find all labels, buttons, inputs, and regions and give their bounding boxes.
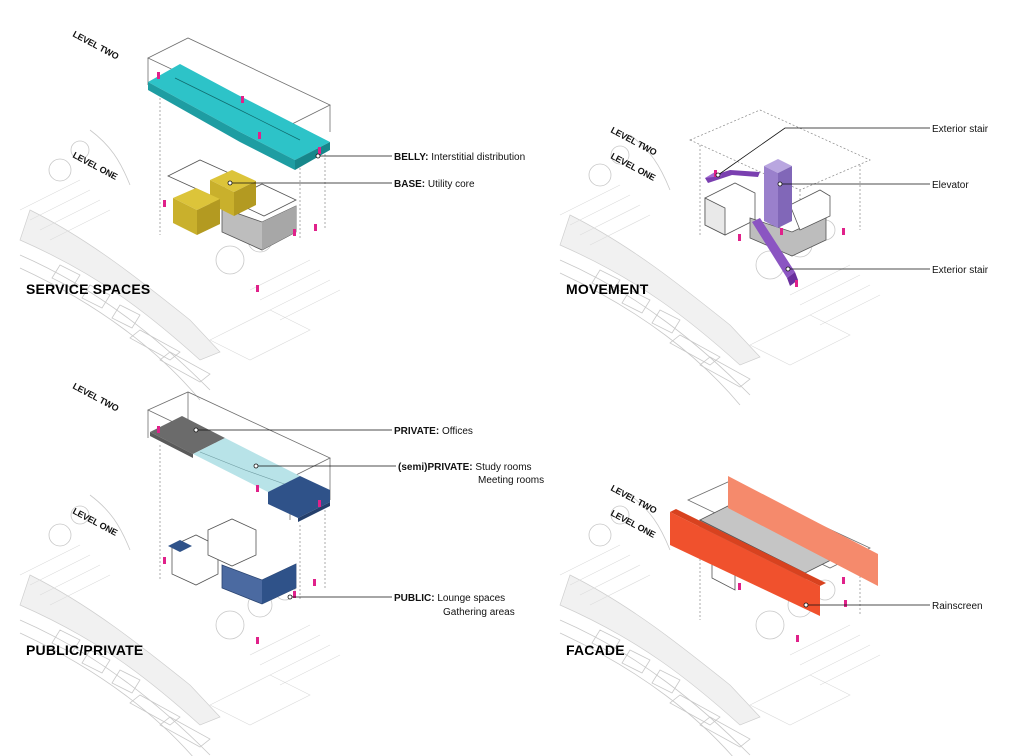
rainscreen-label: Rainscreen <box>932 601 983 612</box>
panel-public-private: LEVEL TWO LEVEL ONE PUBLIC/PRIVATE PRIVA… <box>19 381 544 756</box>
public-label-line2: Gathering areas <box>443 607 515 618</box>
person-figures <box>738 577 847 642</box>
exterior-stair-upper <box>705 170 760 183</box>
elevator-label: Elevator <box>932 180 969 191</box>
panel-title: FACADE <box>566 642 625 658</box>
base-volume <box>173 170 256 235</box>
exterior-stair-top-label: Exterior stair <box>932 124 989 135</box>
level-one-massing <box>704 182 831 257</box>
level-two-label: LEVEL TWO <box>71 29 120 62</box>
base-label: BASE: Utility core <box>394 179 475 190</box>
panel-title: SERVICE SPACES <box>26 281 150 297</box>
level-one-label: LEVEL ONE <box>609 151 657 183</box>
belly-volume <box>148 64 330 170</box>
level-one-label: LEVEL ONE <box>71 150 119 182</box>
private-label: PRIVATE: Offices <box>394 426 473 437</box>
semi-private-label: (semi)PRIVATE: Study rooms <box>398 462 532 473</box>
rainscreen-panels <box>670 476 878 616</box>
person-figures <box>157 426 321 644</box>
panel-title: MOVEMENT <box>566 281 649 297</box>
public-label: PUBLIC: Lounge spaces <box>394 593 505 604</box>
level-one-massing <box>168 518 297 605</box>
panel-movement: LEVEL TWO LEVEL ONE MOVEMENT Exterior st… <box>559 109 989 406</box>
site-context-drawing <box>19 494 341 756</box>
private-offices-zone <box>150 416 225 458</box>
exterior-stair-bottom-label: Exterior stair <box>932 265 989 276</box>
belly-label: BELLY: Interstitial distribution <box>394 152 525 163</box>
elevator-tower <box>764 159 792 228</box>
public-upper-zone <box>268 476 330 522</box>
panel-facade: LEVEL TWO LEVEL ONE FACADE Rainscreen <box>559 476 983 756</box>
panel-service-spaces: LEVEL TWO LEVEL ONE SERVICE SPACES BELLY… <box>19 29 525 401</box>
exterior-stair-lower <box>752 218 798 286</box>
panel-title: PUBLIC/PRIVATE <box>26 642 143 658</box>
level-one-label: LEVEL ONE <box>71 506 119 538</box>
semi-private-zone <box>193 438 300 492</box>
person-figures <box>157 72 321 292</box>
semi-private-label-line2: Meeting rooms <box>478 475 544 486</box>
level-two-label: LEVEL TWO <box>71 381 120 414</box>
person-figures <box>714 170 845 287</box>
